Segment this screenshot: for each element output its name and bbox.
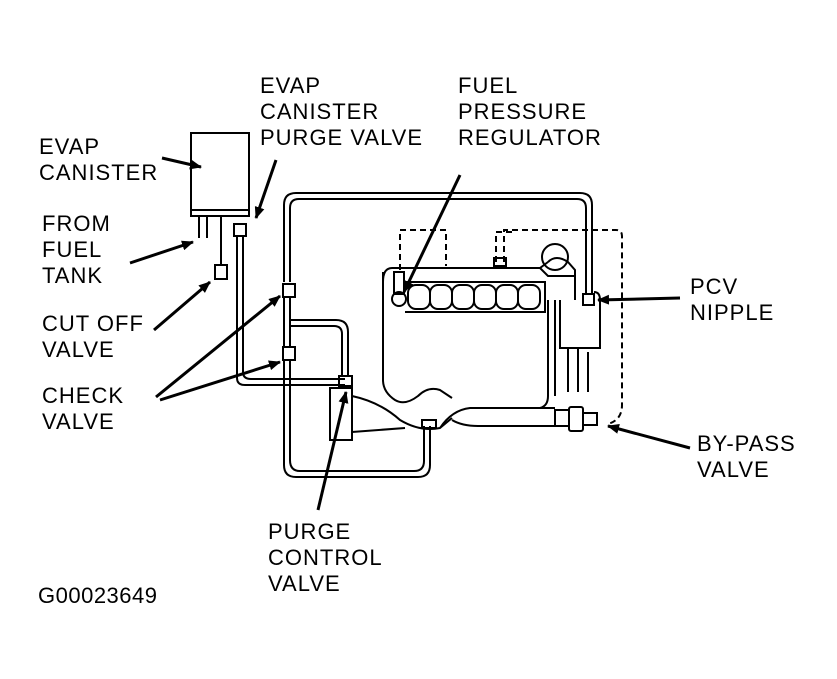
intake-runners [405,281,546,313]
label-line: VALVE [697,457,770,482]
figure-code: G00023649 [38,583,158,608]
label-purge-valve: EVAP CANISTER PURGE VALVE [260,73,423,151]
label-line: CHECK [42,383,125,408]
label-line: FROM [42,211,111,236]
arrow-by-pass-valve [607,424,691,450]
label-line: EVAP [260,73,322,98]
label-line: VALVE [42,337,115,362]
arrow-from-fuel-tank [129,240,194,265]
by-pass-valve-shape [554,406,598,432]
label-evap-canister: EVAP CANISTER [39,134,158,186]
arrow-cut-off-valve [153,280,211,332]
arrow-purge-control-valve [316,391,349,511]
label-purge-control-valve: PURGE CONTROL VALVE [268,519,383,597]
vacuum-hose-loop [282,192,593,478]
label-cut-off-valve: CUT OFF VALVE [42,311,144,363]
fuel-pressure-regulator-shape [391,243,569,307]
label-line: FUEL [42,237,103,262]
label-check-valve: CHECK VALVE [42,383,124,435]
purge-control-valve-shape [329,375,353,441]
label-from-fuel-tank: FROM FUEL TANK [42,211,111,289]
evap-canister-shape [190,132,250,280]
purge-valve-shape [233,223,345,386]
dashed-hoses [399,229,623,425]
arrow-fuel-pressure-regulator [402,174,462,293]
arrow-pcv-nipple [597,294,681,305]
engine-outline [351,257,601,433]
label-line: CANISTER [39,160,159,185]
label-line: VALVE [42,409,115,434]
label-line: PURGE [268,519,352,544]
label-line: PURGE VALVE [260,125,424,150]
label-line: NIPPLE [690,300,775,325]
label-line: EVAP [39,134,101,159]
label-line: BY-PASS [697,431,796,456]
label-by-pass-valve: BY-PASS VALVE [697,431,796,483]
label-line: FUEL [458,73,519,98]
label-line: VALVE [268,571,341,596]
label-line: CUT OFF [42,311,144,336]
label-line: CONTROL [268,545,383,570]
label-fuel-pressure-regulator: FUEL PRESSURE REGULATOR [458,73,602,151]
label-pcv-nipple: PCV NIPPLE [690,274,774,326]
label-line: PRESSURE [458,99,588,124]
small-fitting [493,257,507,267]
arrow-check-valve-upper [155,294,281,399]
label-line: TANK [42,263,104,288]
arrow-check-valve-lower [159,360,281,402]
label-line: REGULATOR [458,125,602,150]
label-line: CANISTER [260,99,380,124]
pcv-nipple-shape [582,293,595,306]
arrow-evap-canister [161,156,202,170]
arrow-purge-valve [254,159,278,219]
label-line: PCV [690,274,739,299]
leader-arrows [129,156,691,511]
